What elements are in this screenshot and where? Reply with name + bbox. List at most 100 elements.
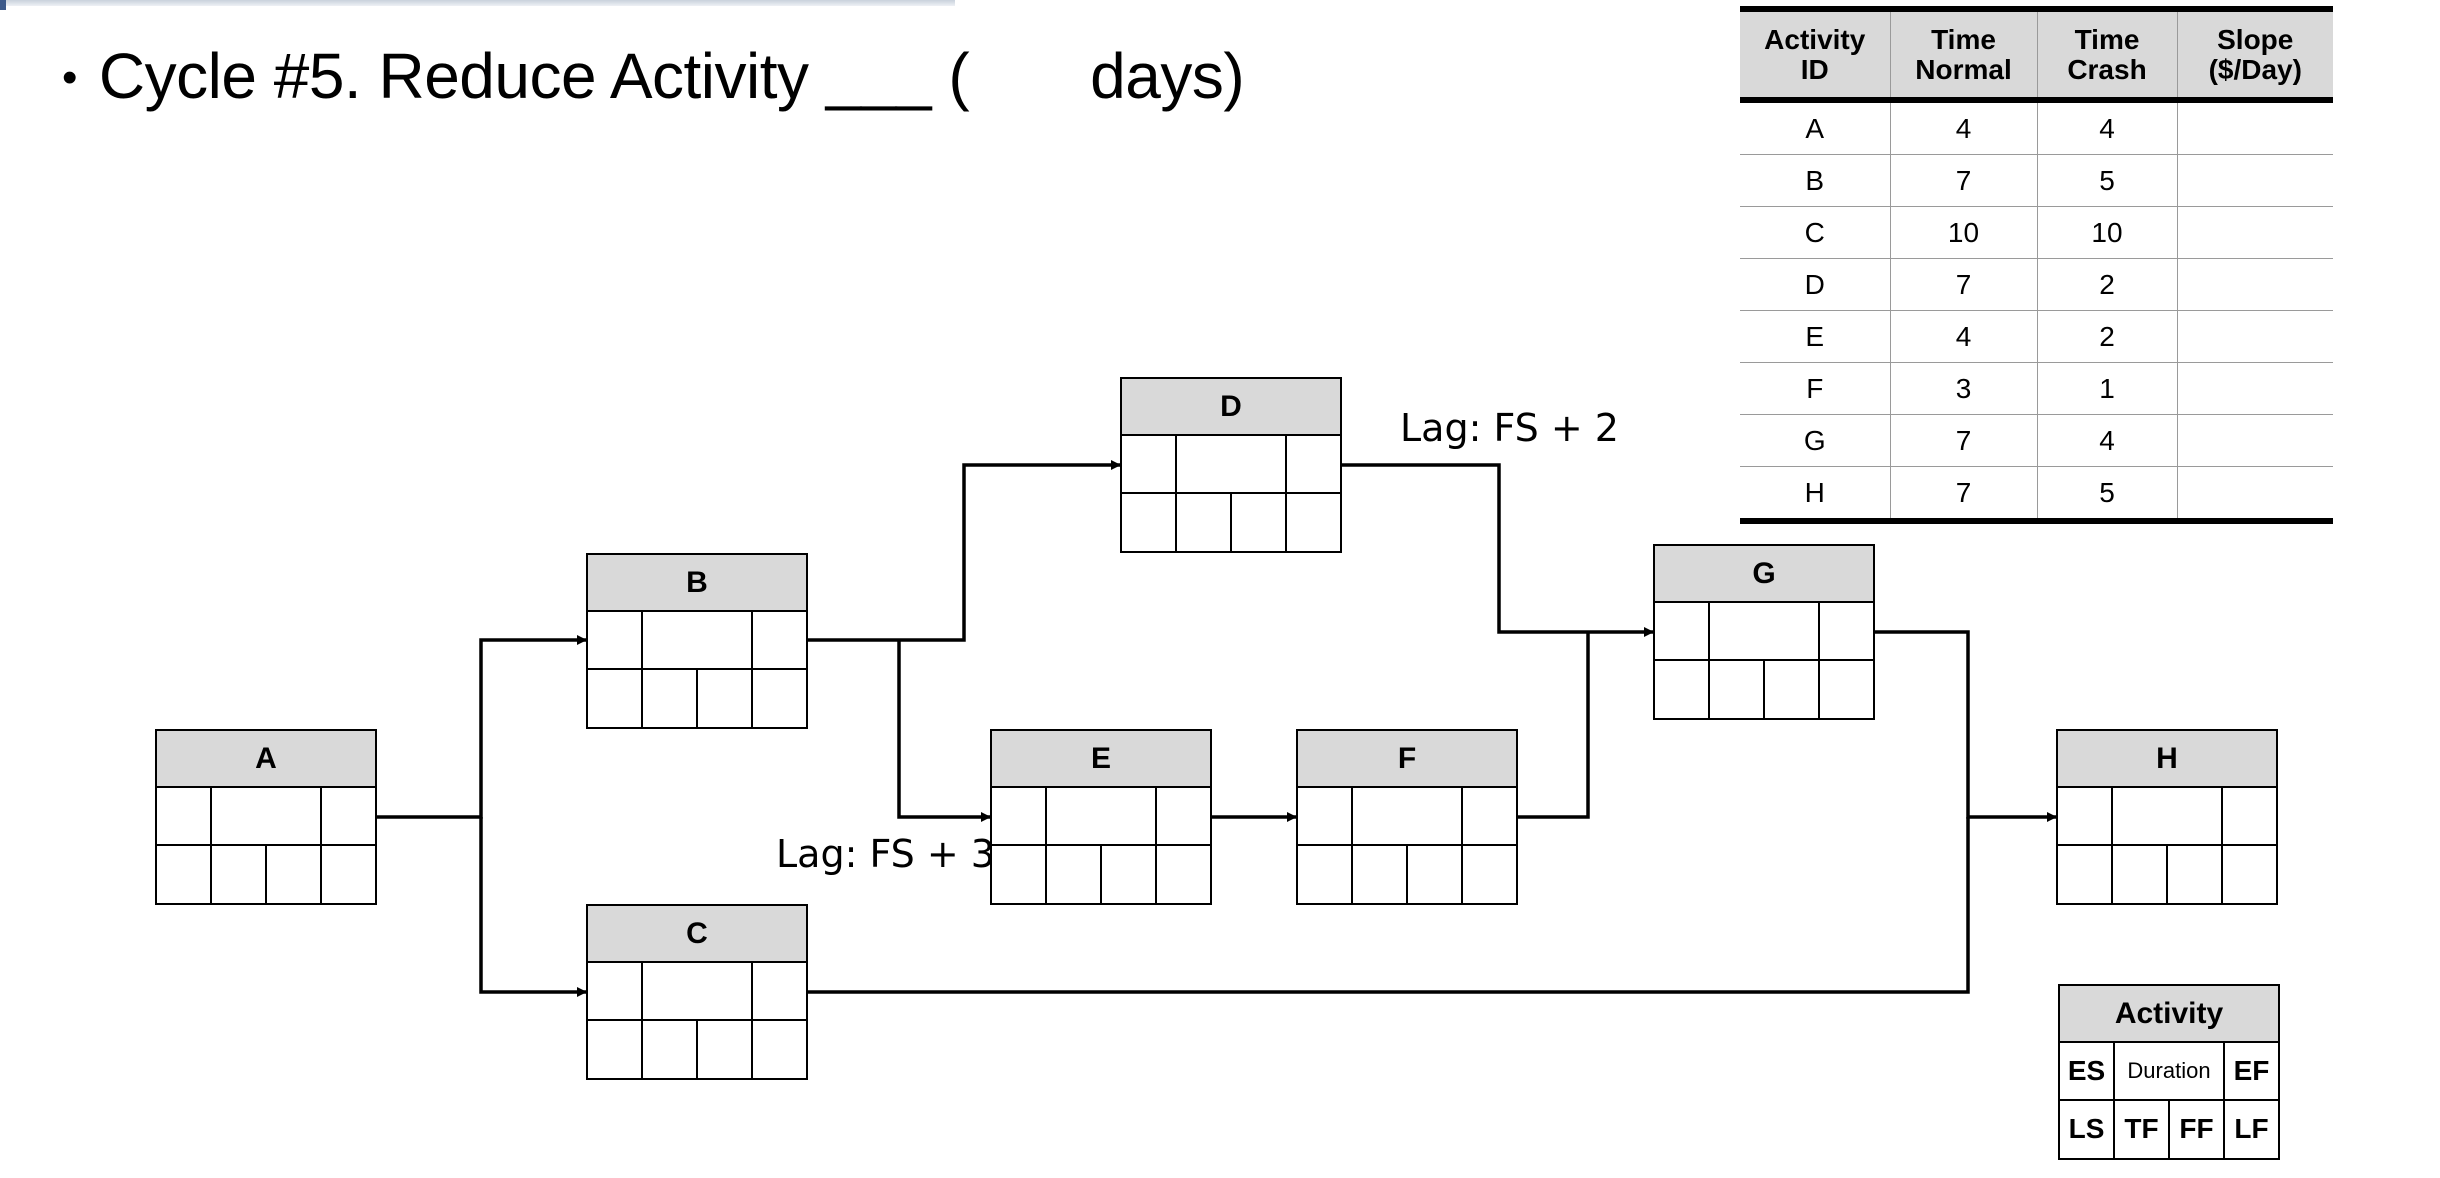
slide-top-bar bbox=[0, 0, 955, 6]
edge-c-h bbox=[808, 817, 1970, 994]
lag-label-d-g: Lag: FS + 2 bbox=[1400, 406, 1619, 450]
node-b-ff bbox=[698, 670, 753, 727]
node-e-duration bbox=[1047, 788, 1157, 844]
node-d-ff bbox=[1232, 494, 1287, 551]
node-c-ef bbox=[753, 963, 806, 1019]
node-a-ef bbox=[322, 788, 375, 844]
node-c-label: C bbox=[588, 906, 806, 963]
legend-es: ES bbox=[2060, 1043, 2115, 1099]
node-g-tf bbox=[1710, 661, 1765, 718]
node-g-lf bbox=[1820, 661, 1873, 718]
node-e-ef bbox=[1157, 788, 1210, 844]
node-h-duration bbox=[2113, 788, 2223, 844]
node-d-es bbox=[1122, 436, 1177, 492]
node-g-label: G bbox=[1655, 546, 1873, 603]
node-f-es bbox=[1298, 788, 1353, 844]
slide-heading: • Cycle #5. Reduce Activity ___ ( days) bbox=[62, 36, 1245, 118]
node-b-duration bbox=[643, 612, 753, 668]
node-d-tf bbox=[1177, 494, 1232, 551]
bullet: • bbox=[62, 53, 77, 102]
edge-d-g bbox=[1342, 463, 1654, 637]
node-d-duration bbox=[1177, 436, 1287, 492]
node-d-label: D bbox=[1122, 379, 1340, 436]
node-f-duration bbox=[1353, 788, 1463, 844]
slide-top-accent bbox=[0, 0, 6, 10]
node-b-lf bbox=[753, 670, 806, 727]
node-c-lf bbox=[753, 1021, 806, 1078]
node-h-ff bbox=[2168, 846, 2223, 903]
legend-ff: FF bbox=[2170, 1101, 2225, 1158]
node-a-es bbox=[157, 788, 212, 844]
node-h-ls bbox=[2058, 846, 2113, 903]
legend-node: Activity ES Duration EF LS TF FF LF bbox=[2058, 984, 2280, 1160]
node-a: A bbox=[155, 729, 377, 905]
node-g-ef bbox=[1820, 603, 1873, 659]
node-b-ef bbox=[753, 612, 806, 668]
node-d-lf bbox=[1287, 494, 1340, 551]
node-g-es bbox=[1655, 603, 1710, 659]
node-g-ls bbox=[1655, 661, 1710, 718]
edge-f-g bbox=[1518, 632, 1590, 819]
node-e-es bbox=[992, 788, 1047, 844]
edge-b-d bbox=[808, 460, 1121, 642]
node-h: H bbox=[2056, 729, 2278, 905]
node-b-label: B bbox=[588, 555, 806, 612]
node-h-lf bbox=[2223, 846, 2276, 903]
heading-text: Cycle #5. Reduce Activity ___ ( days) bbox=[98, 40, 1245, 112]
node-g: G bbox=[1653, 544, 1875, 720]
node-f-ff bbox=[1408, 846, 1463, 903]
node-f-ef bbox=[1463, 788, 1516, 844]
node-c-duration bbox=[643, 963, 753, 1019]
node-c-ff bbox=[698, 1021, 753, 1078]
node-f-label: F bbox=[1298, 731, 1516, 788]
legend-tf: TF bbox=[2115, 1101, 2170, 1158]
node-a-lf bbox=[322, 846, 375, 903]
node-a-ff bbox=[267, 846, 322, 903]
node-g-duration bbox=[1710, 603, 1820, 659]
node-f-lf bbox=[1463, 846, 1516, 903]
node-f-tf bbox=[1353, 846, 1408, 903]
legend-title: Activity bbox=[2060, 986, 2278, 1043]
node-b-es bbox=[588, 612, 643, 668]
node-e: E bbox=[990, 729, 1212, 905]
node-d-ls bbox=[1122, 494, 1177, 551]
node-f-ls bbox=[1298, 846, 1353, 903]
node-e-tf bbox=[1047, 846, 1102, 903]
header-slope: Slope($/Day) bbox=[2176, 6, 2333, 103]
legend-lf: LF bbox=[2234, 1113, 2269, 1144]
legend-duration: Duration bbox=[2115, 1043, 2225, 1099]
node-e-label: E bbox=[992, 731, 1210, 788]
node-h-ef bbox=[2223, 788, 2276, 844]
node-a-duration bbox=[212, 788, 322, 844]
node-d-ef bbox=[1287, 436, 1340, 492]
node-h-tf bbox=[2113, 846, 2168, 903]
legend-ef: EF bbox=[2233, 1055, 2270, 1086]
node-f: F bbox=[1296, 729, 1518, 905]
node-g-ff bbox=[1765, 661, 1820, 718]
node-b-ls bbox=[588, 670, 643, 727]
edge-b-e bbox=[897, 640, 991, 822]
node-c-es bbox=[588, 963, 643, 1019]
node-a-ls bbox=[157, 846, 212, 903]
node-a-tf bbox=[212, 846, 267, 903]
node-e-ff bbox=[1102, 846, 1157, 903]
legend-ls: LS bbox=[2060, 1101, 2115, 1158]
node-b-tf bbox=[643, 670, 698, 727]
node-d: D bbox=[1120, 377, 1342, 553]
node-c: C bbox=[586, 904, 808, 1080]
edge-a-c bbox=[479, 817, 587, 997]
edge-a-b bbox=[377, 635, 587, 819]
lag-label-b-e: Lag: FS + 3 bbox=[776, 832, 995, 876]
node-a-label: A bbox=[157, 731, 375, 788]
